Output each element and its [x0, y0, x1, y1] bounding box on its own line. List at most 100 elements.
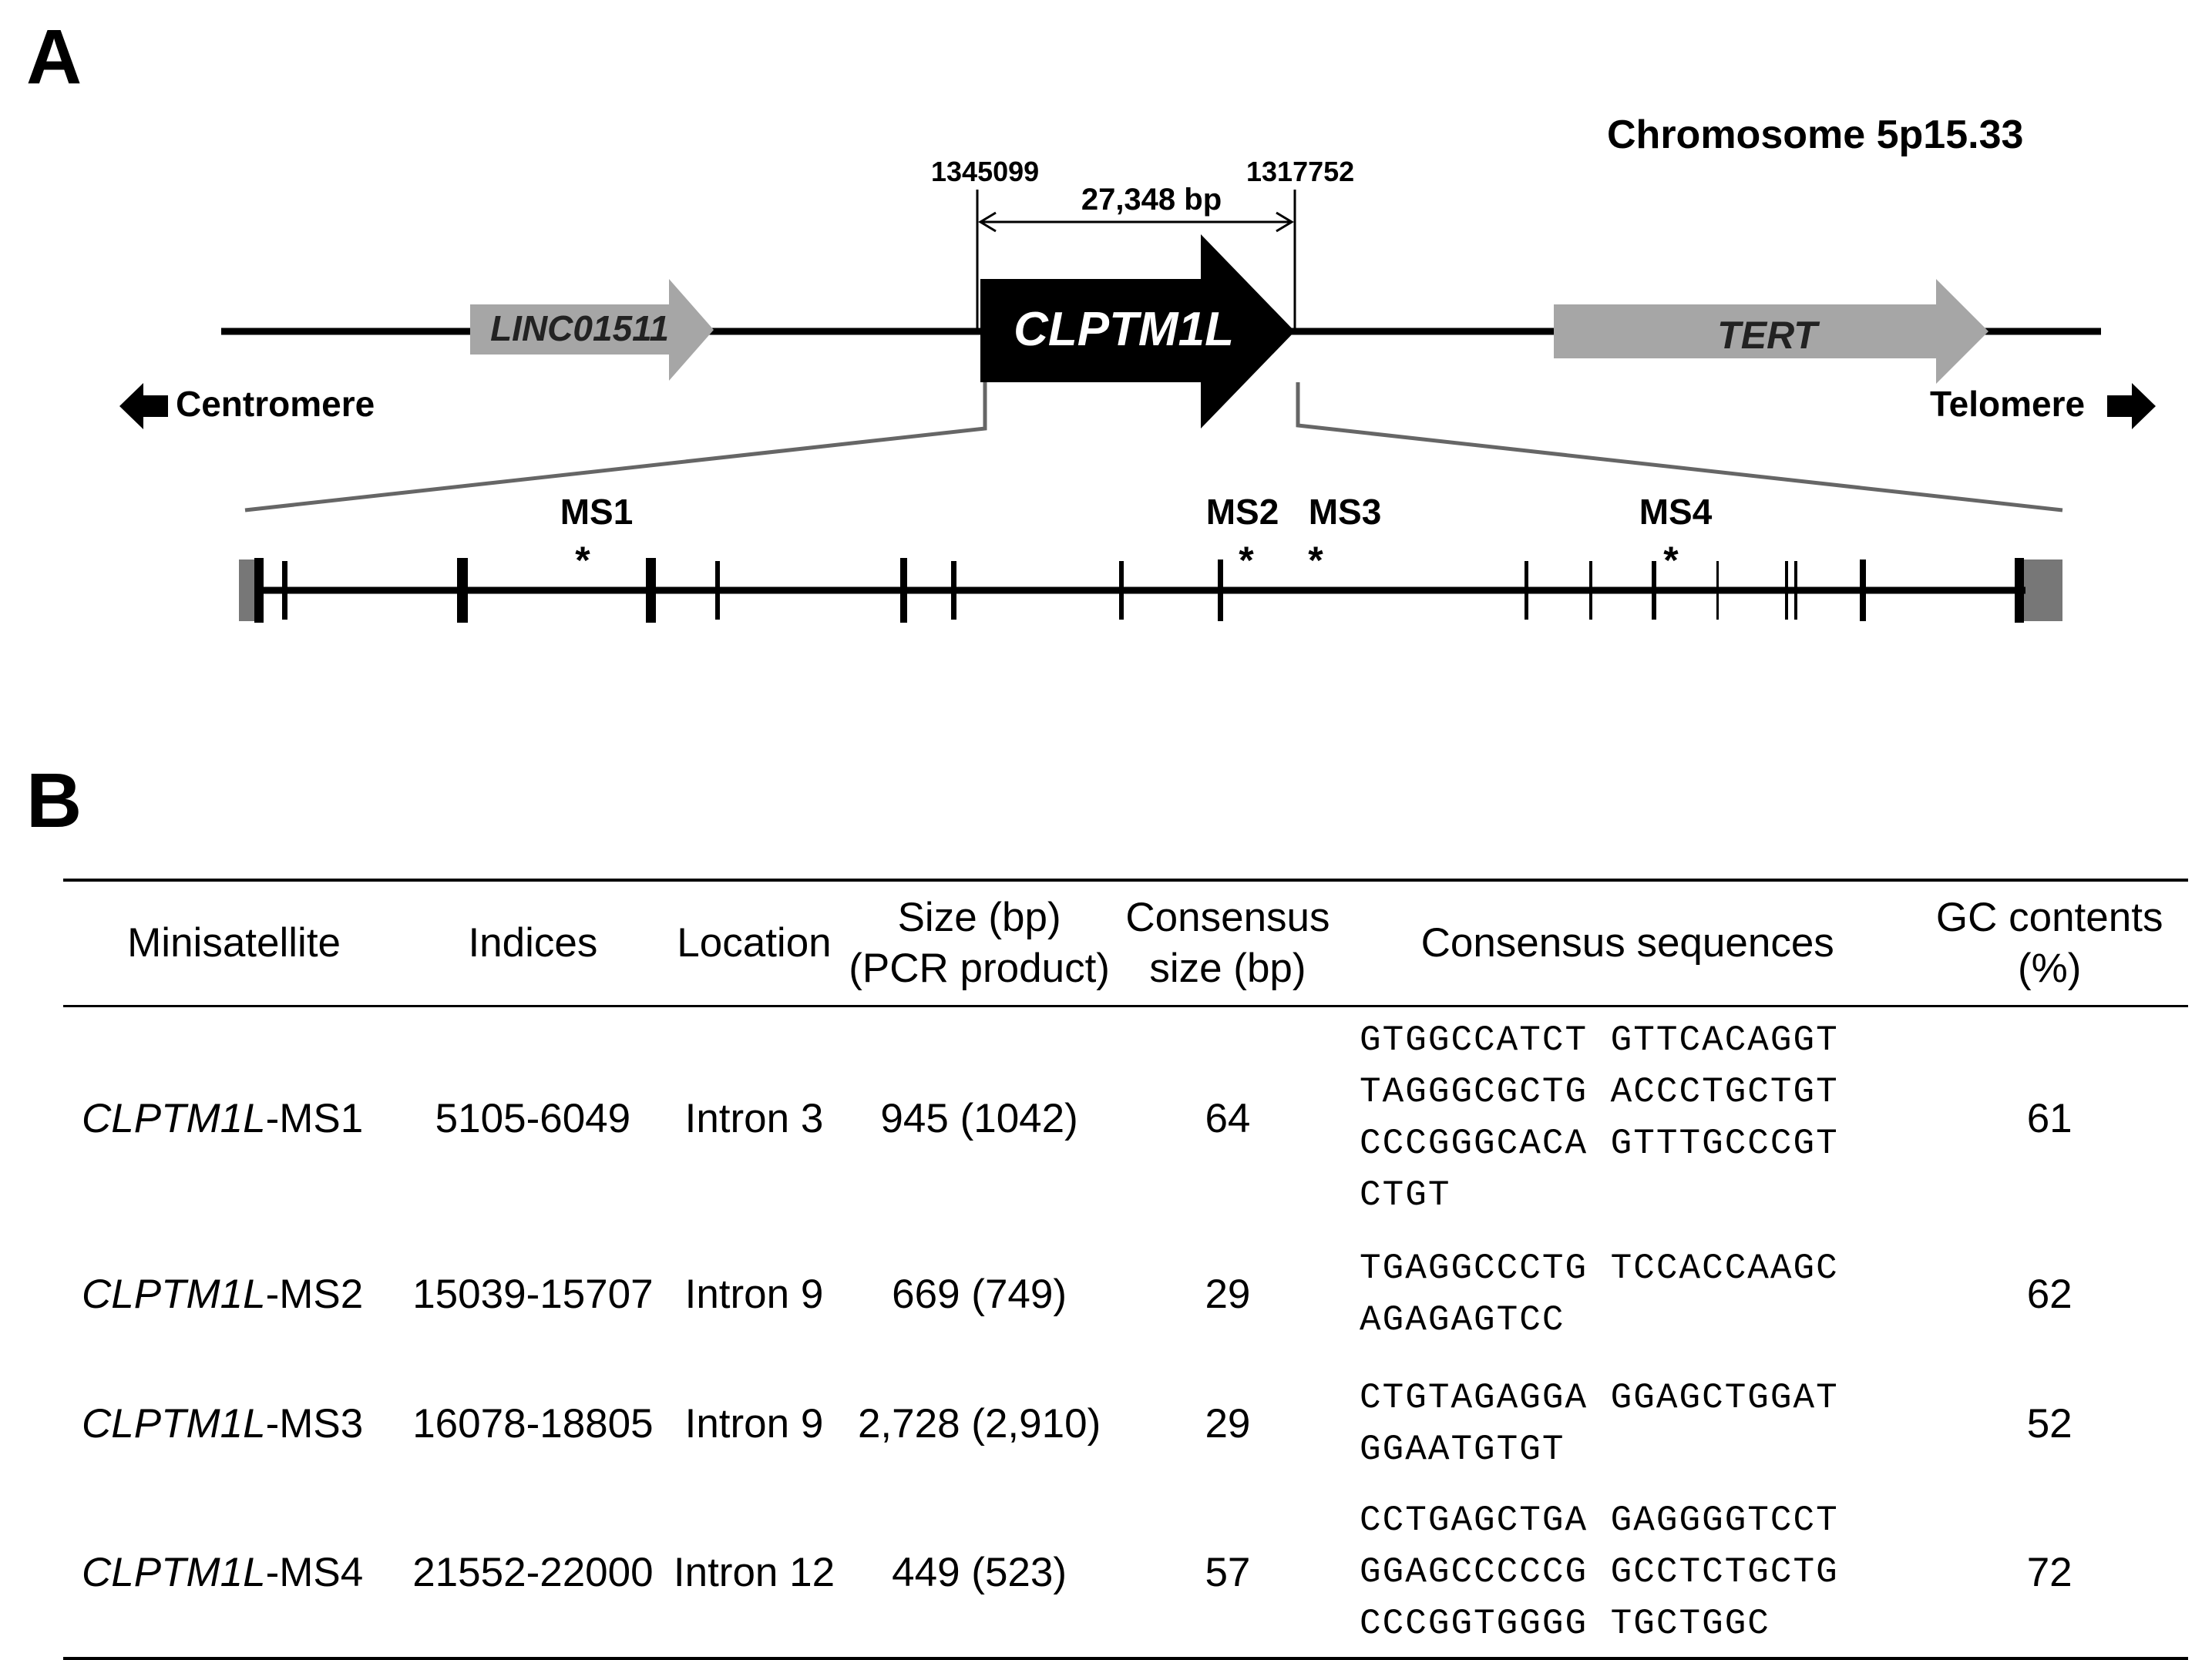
- cell-gc: 72: [2026, 1550, 2072, 1595]
- sequence-line: CTGT: [1360, 1175, 1451, 1216]
- cell-consensus-size: 57: [1205, 1550, 1251, 1595]
- cell-minisatellite: CLPTM1L-MS3: [63, 1359, 405, 1489]
- sequence-line: AGAGAGTCC: [1360, 1299, 1565, 1340]
- ms3-label: MS3: [1309, 492, 1382, 532]
- ms3-asterisk: *: [1308, 539, 1323, 582]
- ms1-asterisk: *: [575, 539, 590, 582]
- table-row: CLPTM1L-MS2 15039-15707 Intron 9 669 (74…: [63, 1230, 2188, 1359]
- telomere-label: Telomere: [1930, 384, 2085, 424]
- header-gc-line1: GC contents: [1935, 895, 2163, 940]
- ms1-label: MS1: [560, 492, 634, 532]
- sequence-line: CCCGGGCACA GTTTGCCCGT: [1360, 1124, 1839, 1164]
- exon: [1860, 559, 1866, 621]
- cell-consensus-size: 29: [1205, 1272, 1251, 1317]
- ms-suffix: -MS3: [265, 1401, 364, 1447]
- header-size: Size (bp) (PCR product): [847, 880, 1111, 1006]
- table-row: CLPTM1L-MS3 16078-18805 Intron 9 2,728 (…: [63, 1359, 2188, 1489]
- sequence-line: GGAATGTGT: [1360, 1429, 1565, 1470]
- header-minisatellite: Minisatellite: [127, 920, 341, 966]
- cell-consensus-size: 64: [1205, 1095, 1251, 1141]
- minisatellite-table-container: Minisatellite Indices Location Size (bp)…: [63, 879, 2188, 1660]
- exon: [282, 561, 287, 620]
- coord-right: 1317752: [1246, 156, 1354, 187]
- exon: [715, 561, 720, 620]
- cell-consensus-sequence: GTGGCCATCT GTTCACAGGT TAGGGCGCTG ACCCTGC…: [1344, 1006, 1911, 1230]
- gene-name: CLPTM1L: [82, 1272, 266, 1317]
- cell-size: 449 (523): [892, 1550, 1067, 1595]
- panel-a-label: A: [26, 14, 82, 100]
- ms4-asterisk: *: [1663, 539, 1679, 582]
- utr-right: [2024, 559, 2062, 621]
- exons: [254, 558, 2024, 623]
- linc01511-label: LINC01511: [490, 308, 669, 348]
- header-consensus-sequences: Consensus sequences: [1420, 920, 1834, 966]
- exon: [900, 558, 907, 623]
- span-arrowhead-right: [1276, 211, 1294, 233]
- minisatellite-table: Minisatellite Indices Location Size (bp)…: [63, 879, 2188, 1660]
- header-size-line1: Size (bp): [897, 895, 1061, 940]
- gene-name: CLPTM1L: [82, 1401, 266, 1447]
- sequence-line: CCTGAGCTGA GAGGGGTCCT: [1360, 1500, 1839, 1541]
- ms-suffix: -MS2: [265, 1272, 364, 1317]
- sequence-line: GGAGCCCCCG GCCTCTGCTG: [1360, 1552, 1839, 1592]
- cell-location: Intron 3: [684, 1095, 824, 1141]
- header-indices: Indices: [468, 920, 598, 966]
- table-row: CLPTM1L-MS1 5105-6049 Intron 3 945 (1042…: [63, 1006, 2188, 1230]
- ms4-label: MS4: [1639, 492, 1713, 532]
- cell-consensus-sequence: TGAGGCCCTG TCCACCAAGC AGAGAGTCC: [1344, 1230, 1911, 1359]
- cell-gc: 52: [2026, 1401, 2072, 1447]
- ms2-asterisk: *: [1239, 539, 1254, 582]
- gene-name: CLPTM1L: [82, 1550, 266, 1595]
- clptm1l-label: CLPTM1L: [1014, 303, 1234, 356]
- exon: [254, 558, 264, 623]
- cell-consensus-sequence: CCTGAGCTGA GAGGGGTCCT GGAGCCCCCG GCCTCTG…: [1344, 1489, 1911, 1658]
- exon: [1716, 561, 1719, 620]
- linc01511-arrow: [470, 279, 714, 381]
- header-consensus-size-line1: Consensus: [1125, 895, 1330, 940]
- exon: [951, 561, 956, 620]
- cell-location: Intron 12: [673, 1550, 835, 1595]
- span-label: 27,348 bp: [1081, 183, 1222, 217]
- exon: [646, 558, 656, 623]
- header-consensus-size: Consensus size (bp): [1111, 880, 1344, 1006]
- cell-gc: 62: [2026, 1272, 2072, 1317]
- exon: [1589, 561, 1592, 620]
- header-gc-line2: (%): [2017, 946, 2082, 991]
- cell-indices: 5105-6049: [435, 1095, 631, 1141]
- table-row: CLPTM1L-MS4 21552-22000 Intron 12 449 (5…: [63, 1489, 2188, 1658]
- sequence-line: TGAGGCCCTG TCCACCAAGC: [1360, 1248, 1839, 1289]
- ms-suffix: -MS4: [265, 1550, 364, 1595]
- cell-gc: 61: [2026, 1095, 2072, 1141]
- gene-name: CLPTM1L: [82, 1095, 266, 1141]
- chromosome-label: Chromosome 5p15.33: [1607, 113, 2023, 157]
- sequence-line: TAGGGCGCTG ACCCTGCTGT: [1360, 1072, 1839, 1113]
- zoom-line-right: [1296, 382, 2063, 512]
- sequence-line: CCCGGTGGGG TGCTGGC: [1360, 1604, 1770, 1644]
- telomere-arrow-icon: [2107, 383, 2156, 429]
- header-gc-contents: GC contents (%): [1911, 880, 2188, 1006]
- tert-label: TERT: [1717, 314, 1820, 357]
- cell-location: Intron 9: [684, 1272, 824, 1317]
- exon: [1119, 561, 1124, 620]
- sequence-line: CTGTAGAGGA GGAGCTGGAT: [1360, 1377, 1839, 1418]
- centromere-arrow-icon: [119, 383, 168, 429]
- cell-indices: 21552-22000: [412, 1550, 654, 1595]
- header-consensus-size-line2: size (bp): [1149, 946, 1306, 991]
- exon: [457, 558, 468, 623]
- cell-size: 669 (749): [892, 1272, 1067, 1317]
- centromere-label: Centromere: [176, 384, 375, 424]
- cell-minisatellite: CLPTM1L-MS4: [63, 1489, 405, 1658]
- cell-indices: 16078-18805: [412, 1401, 654, 1447]
- cell-location: Intron 9: [684, 1401, 824, 1447]
- exon: [1525, 561, 1528, 620]
- coord-left: 1345099: [931, 156, 1039, 187]
- cell-minisatellite: CLPTM1L-MS1: [63, 1006, 405, 1230]
- cell-consensus-sequence: CTGTAGAGGA GGAGCTGGAT GGAATGTGT: [1344, 1359, 1911, 1489]
- header-size-line2: (PCR product): [849, 946, 1110, 991]
- exon: [1652, 561, 1656, 620]
- sequence-line: GTGGCCATCT GTTCACAGGT: [1360, 1020, 1839, 1061]
- cell-size: 945 (1042): [880, 1095, 1078, 1141]
- gene-diagram: A Chromosome 5p15.33 1345099 1317752 27,…: [26, 14, 2156, 844]
- tert-arrow: [1554, 279, 1988, 384]
- cell-size: 2,728 (2,910): [857, 1401, 1101, 1447]
